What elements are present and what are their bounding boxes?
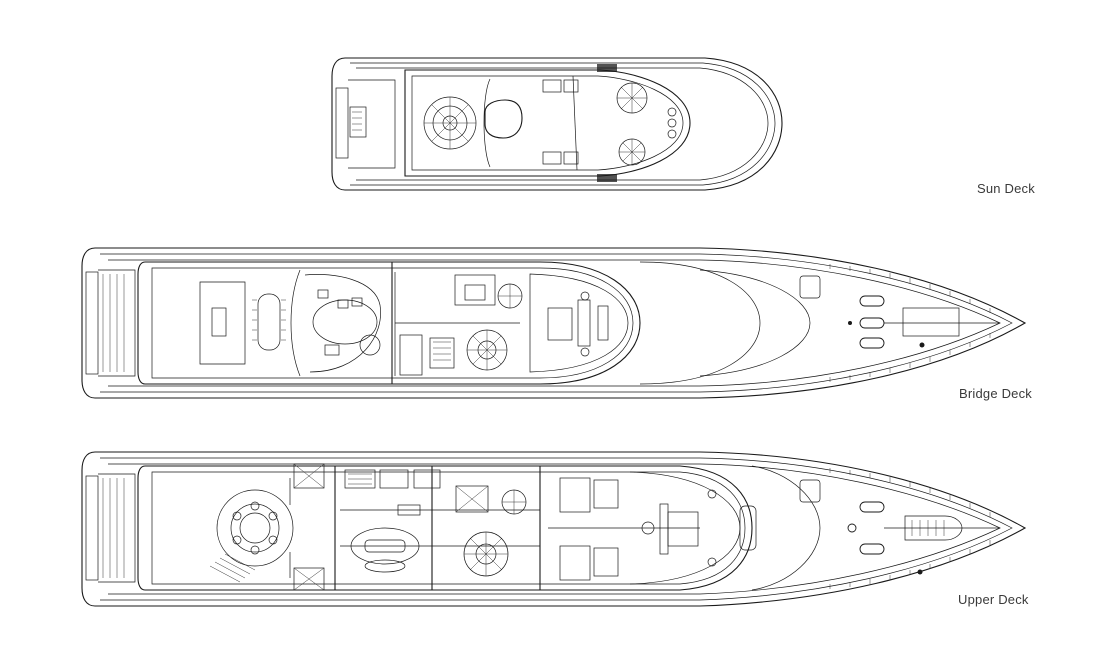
sun-deck-plan	[331, 57, 783, 191]
sun-deck-label: Sun Deck	[977, 181, 1035, 196]
upper-deck-plan	[81, 451, 1027, 607]
bridge-deck-label: Bridge Deck	[959, 386, 1033, 401]
upper-deck-label: Upper Deck	[958, 592, 1029, 607]
bridge-deck-plan	[81, 247, 1027, 399]
